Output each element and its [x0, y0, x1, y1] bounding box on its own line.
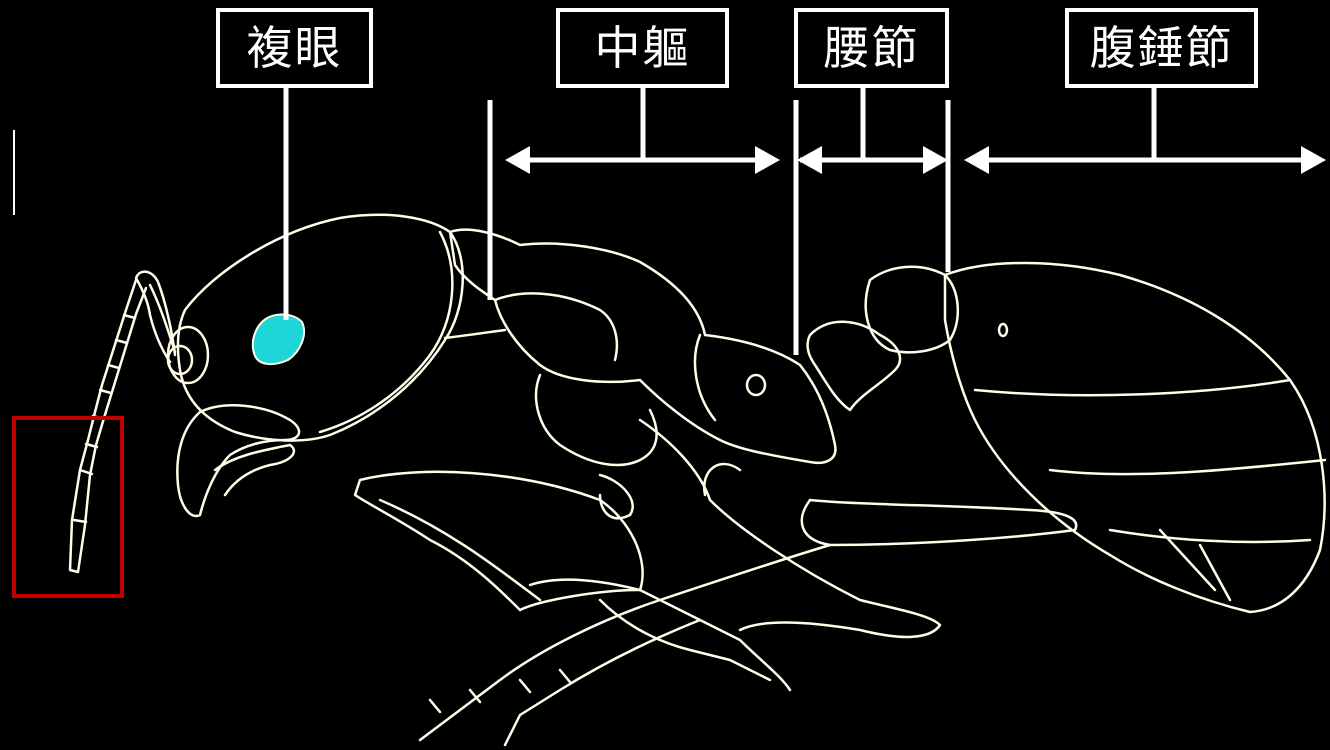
compound-eye [251, 313, 306, 366]
hind-leg [800, 498, 1078, 547]
gaster-label: 腹錘節 [1065, 8, 1258, 88]
antenna-club-highlight-box [12, 416, 124, 598]
mandible [176, 404, 301, 518]
compound-eye-label-text: 複眼 [246, 21, 343, 75]
front-leg [353, 373, 658, 612]
spiracle [745, 373, 767, 397]
mesosoma-label-text: 中軀 [594, 21, 691, 75]
waist-label: 腰節 [794, 8, 949, 88]
mesosoma-label: 中軀 [556, 8, 729, 88]
head-inner-line [318, 230, 454, 434]
gaster-label-text: 腹錘節 [1089, 21, 1234, 75]
head-outline [176, 213, 464, 442]
waist-label-text: 腰節 [823, 21, 920, 75]
mid-leg [638, 418, 942, 639]
gaster-outline [943, 261, 1326, 614]
antenna-scape [134, 270, 177, 364]
compound-eye-label: 複眼 [216, 8, 373, 88]
mesosoma-outline [448, 228, 837, 464]
mandible-inner [213, 443, 296, 497]
petiole [806, 320, 902, 412]
